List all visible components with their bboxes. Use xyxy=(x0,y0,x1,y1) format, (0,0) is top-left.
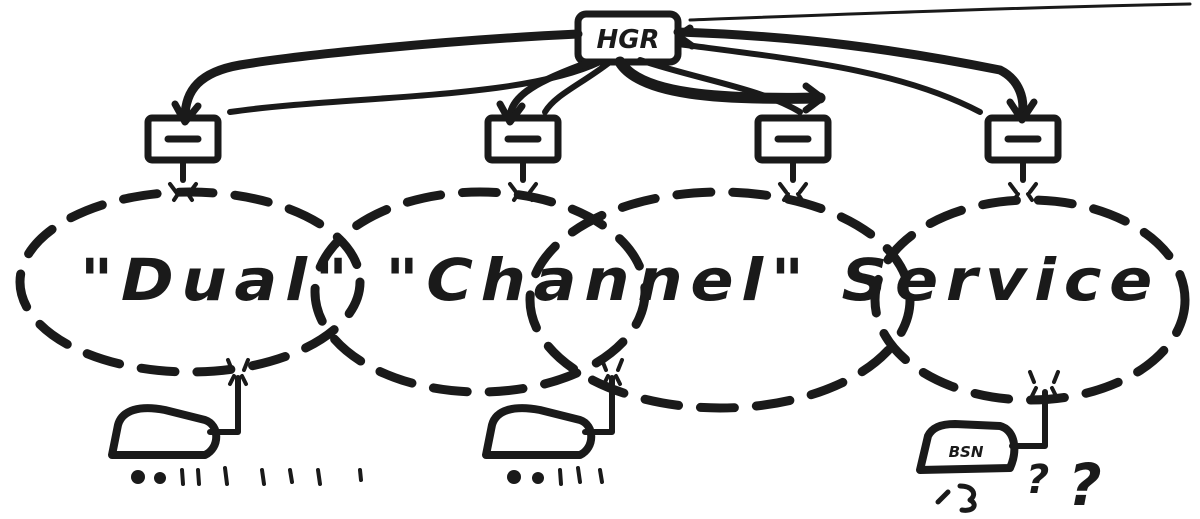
car-antenna xyxy=(582,375,615,435)
link-hub-to-station-2 xyxy=(506,58,594,122)
link-station-1-return xyxy=(227,59,603,115)
bsn-antenna xyxy=(1009,389,1048,449)
coverage-cells xyxy=(15,187,1190,413)
base-station-1 xyxy=(144,114,222,202)
car-icon xyxy=(108,404,221,459)
wheel-icon xyxy=(532,472,544,484)
hub-links xyxy=(171,24,1038,126)
question-mark-large: ? xyxy=(1068,451,1102,519)
question-mark-small: ? xyxy=(1026,457,1049,503)
car-terminal-2 xyxy=(482,358,624,486)
link-hub-to-station-1 xyxy=(180,29,583,123)
signal-burst-icon xyxy=(778,182,808,202)
hub-label: HGR xyxy=(596,25,659,55)
service-label: "Dual" "Channel" Service xyxy=(80,246,1160,314)
motion-marks xyxy=(180,466,363,486)
signal-burst-icon xyxy=(1028,370,1060,398)
arrowhead-station-1 xyxy=(171,100,202,126)
base-station-2 xyxy=(484,114,562,202)
wheel-icon xyxy=(131,470,145,484)
link-station-4-return xyxy=(675,41,983,115)
base-station-4 xyxy=(984,114,1062,202)
signal-burst-icon xyxy=(226,358,250,386)
base-station-3 xyxy=(754,114,832,202)
arrowhead-station-3 xyxy=(802,82,826,114)
bsn-scribble xyxy=(935,483,977,513)
signal-burst-icon xyxy=(508,182,538,202)
link-station-3-return xyxy=(637,57,803,115)
coverage-cell-4 xyxy=(870,195,1190,405)
car-antenna xyxy=(207,375,241,435)
wheel-icon xyxy=(154,472,166,484)
signal-burst-icon xyxy=(600,358,624,386)
motion-marks xyxy=(558,466,604,486)
bsn-terminal: BSN xyxy=(916,370,1060,513)
arrowhead-station-2 xyxy=(496,100,526,126)
arrowhead-hub xyxy=(674,24,696,50)
signal-burst-icon xyxy=(1008,182,1038,202)
coverage-cell-2 xyxy=(310,187,650,397)
link-hub-to-station-3 xyxy=(614,56,826,104)
wheel-icon xyxy=(507,470,521,484)
scan-line xyxy=(688,2,1192,22)
coverage-cell-1 xyxy=(15,187,365,377)
car-icon xyxy=(482,404,596,459)
bsn-label: BSN xyxy=(949,443,984,461)
hub-node: HGR xyxy=(574,10,682,66)
link-hub-to-station-4 xyxy=(673,27,1028,120)
coverage-cell-3 xyxy=(525,187,915,413)
car-terminal-1 xyxy=(108,358,363,486)
bsn-body xyxy=(916,420,1019,474)
link-station-2-return xyxy=(542,59,613,115)
